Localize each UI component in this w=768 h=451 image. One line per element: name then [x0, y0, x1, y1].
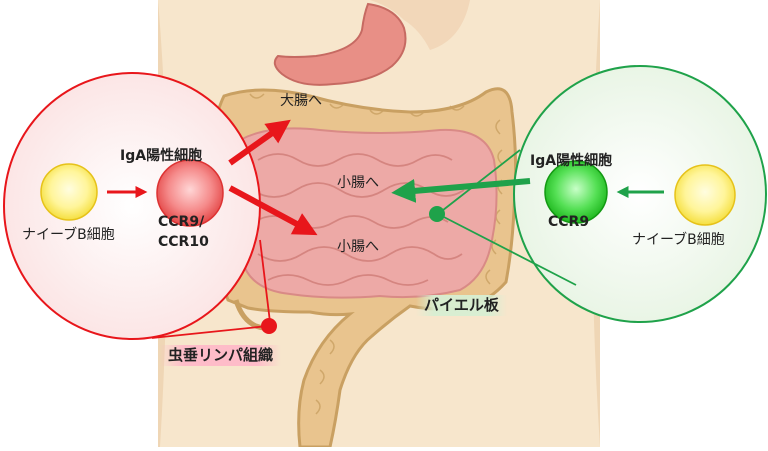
label-peyers-patch: パイエル板: [416, 295, 507, 316]
peyers-patch-marker: [429, 206, 445, 222]
left-bubble: [3, 72, 261, 340]
label-to-large-intestine: 大腸へ: [280, 93, 322, 109]
arrow-to-small-intestine-upper: [391, 178, 531, 203]
right-callout-line-2: [437, 213, 577, 286]
liver-shadow: [245, 0, 470, 50]
stomach: [273, 2, 407, 86]
left-callout-line-2: [259, 239, 271, 323]
right-iga-cell: [544, 160, 608, 224]
label-left-iga-cell: IgA陽性細胞: [120, 148, 203, 164]
right-callout-line-1: [437, 149, 521, 215]
left-naive-b-cell: [40, 163, 98, 221]
left-callout-line-1: [151, 325, 269, 339]
left-iga-cell: [156, 159, 224, 227]
right-bubble: [513, 65, 767, 323]
appendix-marker: [261, 318, 277, 334]
label-to-small-intestine-upper: 小腸へ: [337, 175, 379, 191]
label-right-receptor: CCR9: [548, 214, 590, 230]
small-intestine-loops: [251, 153, 465, 286]
label-left-naive-b: ナイーブB細胞: [22, 227, 115, 243]
label-right-naive-b: ナイーブB細胞: [632, 232, 725, 248]
label-right-iga-cell: IgA陽性細胞: [530, 153, 613, 169]
label-left-receptor-line2: CCR10: [158, 234, 209, 250]
arrow-to-large-intestine: [228, 119, 291, 166]
label-to-small-intestine-lower: 小腸へ: [337, 239, 379, 255]
label-appendix-lymph: 虫垂リンパ組織: [160, 345, 282, 366]
right-naive-b-cell: [674, 164, 736, 226]
arrow-to-small-intestine-lower: [228, 185, 318, 236]
label-left-receptor-line1: CCR9/: [158, 214, 205, 230]
